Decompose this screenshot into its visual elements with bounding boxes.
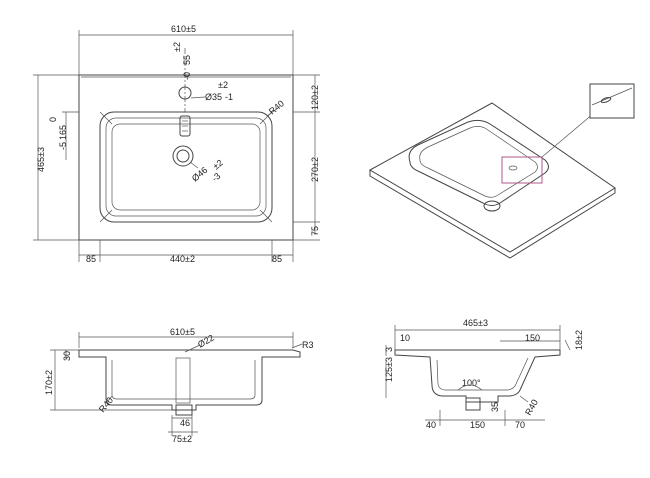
dim-tap-hole: Ø35 [205,92,222,102]
dim-tap-offset: 55 [182,55,192,65]
side-section-profile [394,349,561,403]
dim-tap-hole-tol2: -1 [225,92,233,102]
dim-tap-offset-tol: ±2 [172,42,182,52]
dim-front-drain-width: 75±2 [172,434,192,444]
dim-side-bowl-depth: 125±3 [384,357,394,382]
dim-front-deck: 30 [62,351,72,361]
side-section: 465±3 10 150 3 18±2 125±3 100° 35 R40 40… [384,318,584,430]
front-section-profile [78,349,301,411]
dim-side-front-offset: 40 [426,420,436,430]
dim-width-610: 610±5 [171,24,196,34]
dim-bowl-length: 270±2 [310,157,320,182]
dim-front-height: 170±2 [44,370,54,395]
front-drain [175,404,193,416]
dim-side-depth: 465±3 [463,318,488,328]
iso-drain [483,200,501,212]
dim-side-deck-height: 18±2 [574,330,584,350]
dim-drain-dia: Ø46 [190,165,209,184]
dim-overflow-tol: 0 [48,117,58,122]
dim-side-back-edge: 10 [400,333,410,343]
dim-side-angle: 100° [462,378,481,388]
isometric-view [368,83,635,259]
overflow-slot [179,115,191,137]
dim-side-bowl-length: 150 [470,420,485,430]
dim-drain-tol2: -3 [210,171,223,184]
dim-overflow-pos: 165 [58,125,68,140]
side-drain [465,397,481,411]
dim-radius-r40: R40 [267,98,286,116]
iso-bowl [408,119,549,206]
top-view: 610±5 ±2 55 -0 ±2 Ø35 -1 R40 120±2 270±2… [33,24,320,264]
dim-front-tap-dia: Ø22 [196,333,216,350]
dim-side-deck-thickness: 3 [384,347,394,352]
dim-side-overflow-width: 150 [525,333,540,343]
dim-front-width: 610±5 [170,327,195,337]
iso-detail-inset [589,83,635,119]
dim-side-drain-height: 35 [490,402,500,412]
dim-tap-offset-tol2: -0 [182,72,192,80]
dim-left-85: 85 [86,254,96,264]
dim-bowl-width: 440±2 [170,254,195,264]
dim-top-rim: 120±2 [310,85,320,110]
dim-front-edge-radius: R3 [302,340,314,350]
dim-drain-tol: ±2 [211,157,225,171]
dim-side-rear-offset: 70 [515,420,525,430]
dim-front-rim: 75 [310,226,320,236]
dim-right-85: 85 [272,254,282,264]
dim-overflow-tol2: -5 [58,142,68,150]
iso-detail-box [501,156,543,184]
drain-hole [172,145,194,167]
front-section: 610±5 Ø22 30 170±2 R3 R40 46 75±2 [44,327,314,444]
top-view-bowl [99,111,273,223]
top-view-outline [78,74,294,241]
dim-depth-465: 465±3 [36,147,46,172]
dim-front-bowl-radius: R40 [97,395,115,414]
dim-front-drain-height: 46 [180,418,190,428]
dim-tap-hole-tol: ±2 [218,80,228,90]
